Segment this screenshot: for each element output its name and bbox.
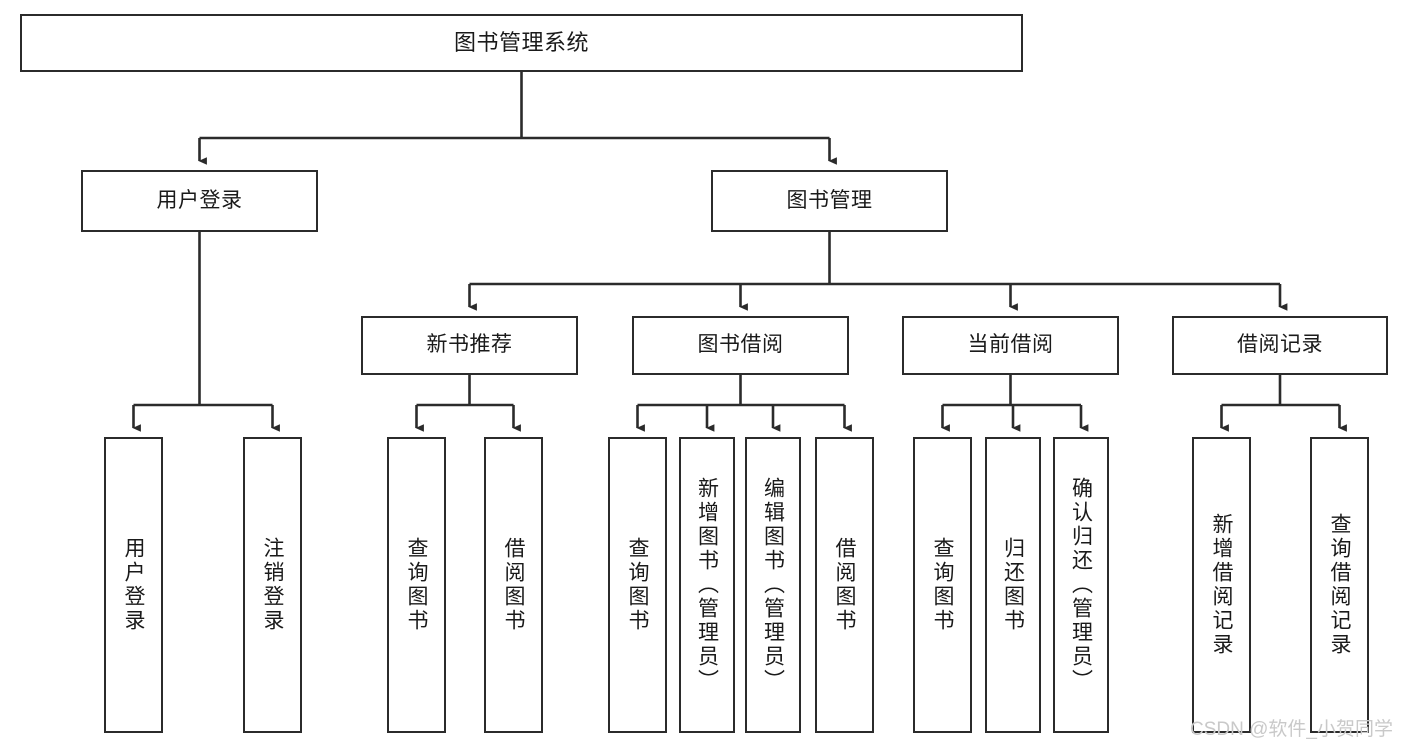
node-label: 注销登录 [261,537,284,633]
node-label: 新书推荐 [426,333,513,357]
node-root[interactable]: 图书管理系统 [20,14,1023,72]
node-label: 编辑图书（管理员） [761,477,785,693]
csdn-watermark: CSDN @软件_小贺同学 [1190,719,1393,740]
node-label: 查询借阅记录 [1328,513,1351,657]
leaf-record-add-record[interactable]: 新增借阅记录 [1192,437,1251,733]
node-label: 查询图书 [626,537,649,633]
node-book-manage[interactable]: 图书管理 [711,170,948,232]
node-book-borrow[interactable]: 图书借阅 [632,316,849,375]
leaf-user-login[interactable]: 用户登录 [104,437,163,733]
node-current-borrow[interactable]: 当前借阅 [902,316,1119,375]
node-label: 新增借阅记录 [1210,513,1233,657]
node-borrow-record[interactable]: 借阅记录 [1172,316,1388,375]
leaf-borrow-edit-book[interactable]: 编辑图书（管理员） [745,437,801,733]
leaf-logout[interactable]: 注销登录 [243,437,302,733]
leaf-current-return-book[interactable]: 归还图书 [985,437,1041,733]
leaf-newbook-borrow-book[interactable]: 借阅图书 [484,437,543,733]
node-new-book-recommend[interactable]: 新书推荐 [361,316,578,375]
node-label: 图书管理系统 [453,30,589,56]
node-label: 当前借阅 [967,333,1054,357]
node-label: 借阅图书 [502,537,525,633]
node-label: 新增图书（管理员） [695,477,719,693]
node-label: 用户登录 [156,188,243,212]
leaf-borrow-borrow-book[interactable]: 借阅图书 [815,437,874,733]
node-label: 借阅图书 [833,537,856,633]
leaf-current-confirm-return[interactable]: 确认归还（管理员） [1053,437,1109,733]
node-label: 借阅记录 [1237,333,1323,357]
node-label: 用户登录 [122,537,145,633]
node-label: 查询图书 [931,537,954,633]
node-user-login[interactable]: 用户登录 [81,170,318,232]
leaf-newbook-query-book[interactable]: 查询图书 [387,437,446,733]
node-label: 归还图书 [1001,537,1025,633]
leaf-borrow-add-book[interactable]: 新增图书（管理员） [679,437,735,733]
leaf-borrow-query-book[interactable]: 查询图书 [608,437,667,733]
leaf-record-query-record[interactable]: 查询借阅记录 [1310,437,1369,733]
node-label: 图书借阅 [697,333,784,357]
leaf-current-query-book[interactable]: 查询图书 [913,437,972,733]
node-label: 查询图书 [405,537,428,633]
node-label: 确认归还（管理员） [1069,477,1093,693]
node-label: 图书管理 [786,188,873,212]
